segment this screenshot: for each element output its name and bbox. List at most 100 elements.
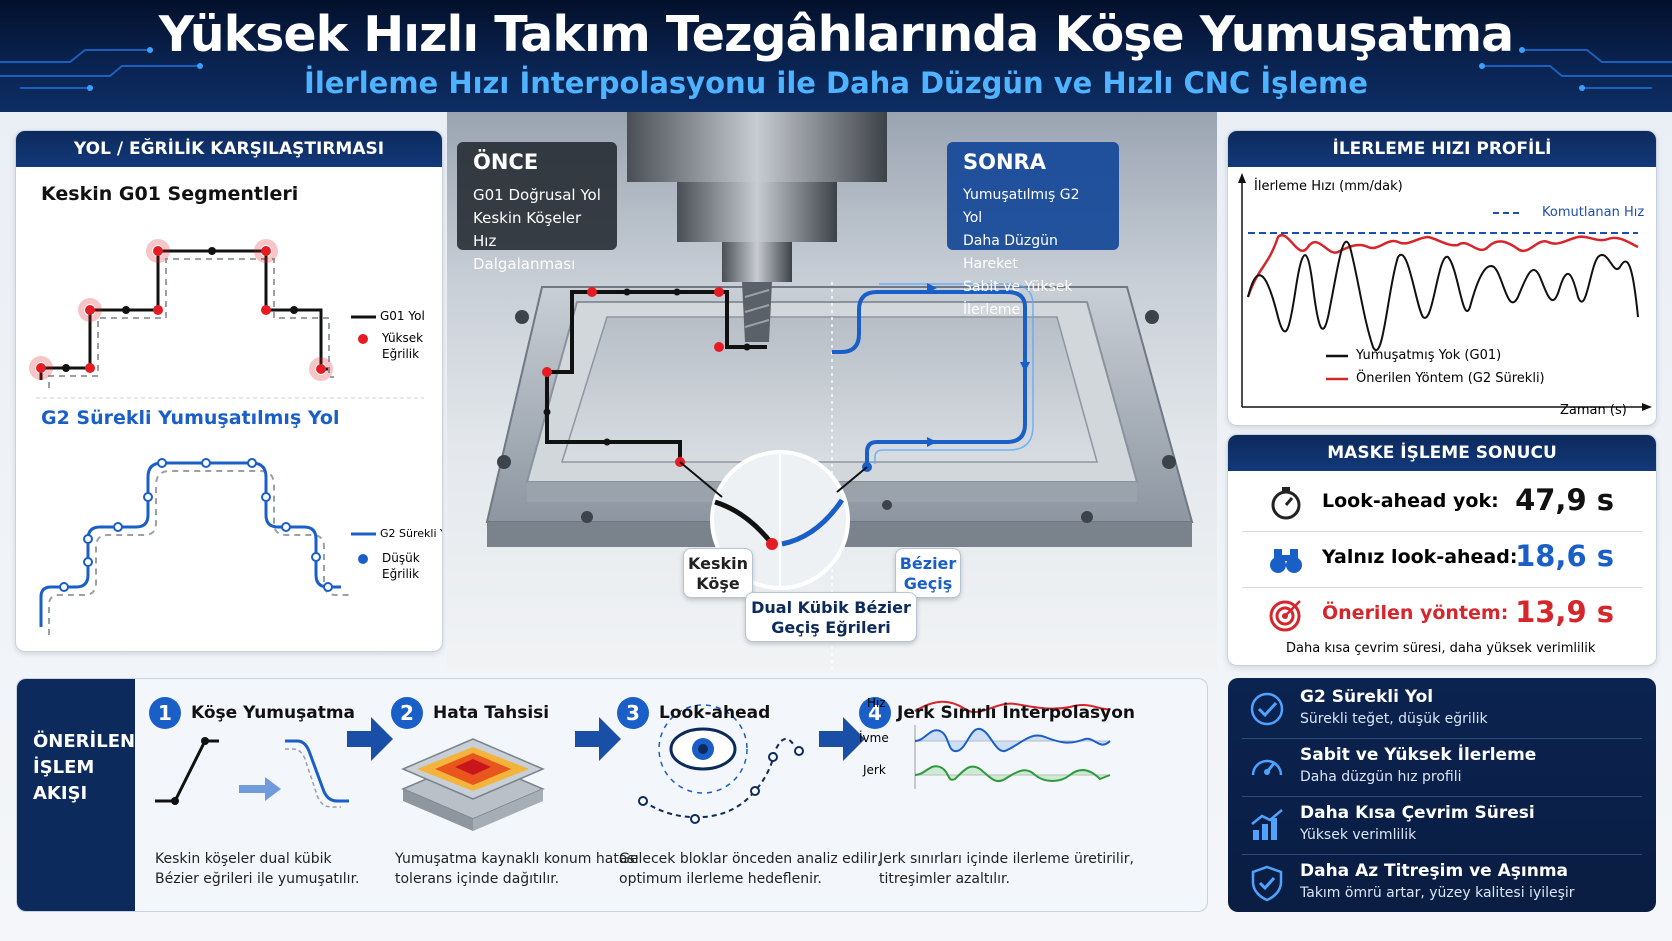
zoom-sharp-point (766, 538, 778, 550)
after-line-3: Sabit ve Yüksek İlerleme (963, 279, 1073, 318)
gauge-icon (1251, 759, 1283, 776)
g2-legend-mark-label-2: Eğrilik (382, 567, 420, 581)
mini-jerk-curve (914, 765, 1111, 783)
circuit-decoration-left (0, 47, 203, 91)
mini-jerk-label: Jerk (863, 763, 886, 777)
mini-velocity-curve (914, 700, 1111, 714)
step-2-number: 2 (391, 697, 423, 729)
g2-legend-path-label: G2 Sürekli Yol (380, 527, 442, 540)
flow-label-line-3: AKIŞI (33, 783, 88, 804)
sharp-label-1: Keskin (687, 554, 748, 573)
benefit-item: Daha Kısa Çevrim Süresi Yüksek verimlili… (1228, 798, 1656, 852)
benefit-title: Daha Kısa Çevrim Süresi (1300, 803, 1535, 823)
scene-g01-path (545, 290, 767, 462)
spindle-head (627, 112, 887, 182)
transition-label-2: Geçiş Eğrileri (771, 618, 891, 637)
g01-title: Keskin G01 Segmentleri (41, 183, 299, 205)
target-icon (1269, 600, 1301, 632)
g01-legend-mark-label-1: Yüksek (382, 331, 424, 345)
step-1-title: Köşe Yumuşatma (191, 703, 356, 723)
subtitle: İlerleme Hızı İnterpolasyonu ile Daha Dü… (304, 66, 1368, 100)
results-note: Daha kısa çevrim süresi, daha yüksek ver… (1286, 641, 1596, 656)
benefit-item: Sabit ve Yüksek İlerleme Daha düzgün hız… (1228, 740, 1656, 794)
benefit-desc: Daha düzgün hız profili (1300, 769, 1462, 785)
result-label: Look-ahead yok: (1322, 490, 1499, 512)
legend-g01-label: Yumuşatmış Yok (G01) (1356, 348, 1502, 363)
g2-nodes (59, 458, 333, 592)
shield-icon (1251, 865, 1283, 902)
benefit-title: Daha Az Titreşim ve Aşınma (1300, 861, 1569, 881)
step-2-title: Hata Tahsisi (433, 703, 550, 723)
mini-acceleration-curve (914, 727, 1111, 753)
mounting-holes (497, 310, 1176, 523)
benefit-title: Sabit ve Yüksek İlerleme (1300, 745, 1537, 765)
benefit-item: G2 Sürekli Yol Sürekli teğet, düşük eğri… (1228, 682, 1656, 736)
flow-arrow-3 (819, 717, 865, 761)
step-1-desc-1: Keskin köşeler dual kübik (155, 851, 332, 867)
g2-legend-dot (358, 554, 368, 564)
after-box: SONRA Yumuşatılmış G2 Yol Daha Düzgün Ha… (947, 142, 1119, 318)
result-value: 13,9 s (1515, 595, 1614, 629)
main-title: Yüksek Hızlı Takım Tezgâhlarında Köşe Yu… (158, 6, 1514, 63)
stopwatch-icon (1271, 487, 1301, 520)
path-diagrams (29, 239, 424, 635)
result-row-proposed: Önerilen yöntem: 13,9 s (1240, 589, 1636, 641)
step-3-title: Look-ahead (659, 703, 771, 723)
result-row-no-lookahead: Look-ahead yok: 47,9 s (1240, 477, 1636, 529)
g01-legend-dot (358, 334, 368, 344)
binoculars-icon (1270, 549, 1302, 573)
header-banner: Yüksek Hızlı Takım Tezgâhlarında Köşe Yu… (0, 0, 1672, 112)
end-mill (742, 282, 772, 342)
transition-curves-callout: Dual Kübik Bézier Geçiş Eğrileri (745, 592, 917, 642)
benefits-panel: G2 Sürekli Yol Sürekli teğet, düşük eğri… (1228, 678, 1656, 912)
process-flow-panel: ÖNERİLEN İŞLEM AKIŞI (16, 678, 1208, 912)
feed-xlabel: Zaman (s) (1560, 403, 1627, 418)
transition-label-1: Dual Kübik Bézier (751, 598, 911, 617)
step-2-desc-1: Yumuşatma kaynaklı konum hatası (395, 851, 639, 867)
flow-label-line-2: İŞLEM (33, 757, 95, 778)
benefit-item: Daha Az Titreşim ve Aşınma Takım ömrü ar… (1228, 856, 1656, 910)
step-4-desc-2: titreşimler azaltılır. (879, 871, 1010, 887)
proposed-feed-curve (1246, 233, 1639, 298)
result-value: 18,6 s (1515, 539, 1614, 573)
flow-arrow-1 (347, 717, 393, 761)
g01-nodes (62, 247, 298, 372)
step-1-desc-2: Bézier eğrileri ile yumuşatılır. (155, 871, 360, 887)
flow-illustrations (155, 700, 1111, 831)
bar-chart-icon (1251, 809, 1283, 840)
results-panel: MASKE İŞLEME SONUCU Look-ahead yok: 47,9… (1227, 434, 1657, 666)
flow-label-line-1: ÖNERİLEN (33, 731, 136, 752)
g2-path (39, 461, 341, 627)
g01-feed-curve (1247, 240, 1639, 352)
bezier-label-2: Geçiş (903, 574, 953, 593)
step-3-desc-1: Gelecek bloklar önceden analiz edilir, (619, 851, 882, 867)
benefit-desc: Takım ömrü artar, yüzey kalitesi iyileşi… (1300, 885, 1575, 901)
before-line-3: Hız Dalgalanması (473, 232, 576, 273)
step-1-number: 1 (149, 697, 181, 729)
g01-legend-path-label: G01 Yol (380, 309, 425, 323)
flow-label: ÖNERİLEN İŞLEM AKIŞI (17, 679, 136, 911)
step-2-desc-2: tolerans içinde dağıtılır. (395, 871, 560, 887)
machine-illustration (485, 112, 1194, 672)
g01-offset-path (48, 258, 334, 388)
step-4-number: 4 (859, 697, 891, 729)
feed-profile-panel: İLERLEME HIZI PROFİLİ İlerleme Hızı (mm/… (1227, 130, 1657, 426)
result-label: Önerilen yöntem: (1322, 602, 1509, 624)
scene-g2-path (832, 290, 1027, 467)
step-3-number: 3 (617, 697, 649, 729)
benefit-desc: Yüksek verimlilik (1300, 827, 1417, 843)
after-title: SONRA (963, 150, 1046, 174)
path-comparison-panel: YOL / EĞRİLİK KARŞILAŞTIRMASI Keskin G01… (15, 130, 443, 652)
g2-legend-mark-label-1: Düşük (382, 551, 420, 565)
flow-arrow-2 (575, 717, 621, 761)
step-4-desc-1: Jerk sınırları içinde ilerleme üretirili… (879, 851, 1134, 867)
after-line-1: Yumuşatılmış G2 Yol (963, 187, 1080, 226)
benefit-title: G2 Sürekli Yol (1300, 687, 1434, 707)
g01-high-curvature-marks (36, 246, 326, 374)
bezier-callout: Bézier Geçiş (895, 548, 961, 598)
step-4-title: Jerk Sınırlı İnterpolasyon (897, 703, 1136, 723)
pocket (560, 316, 1098, 463)
check-circle-icon (1250, 692, 1284, 726)
commanded-label: Komutlanan Hız (1542, 205, 1645, 220)
